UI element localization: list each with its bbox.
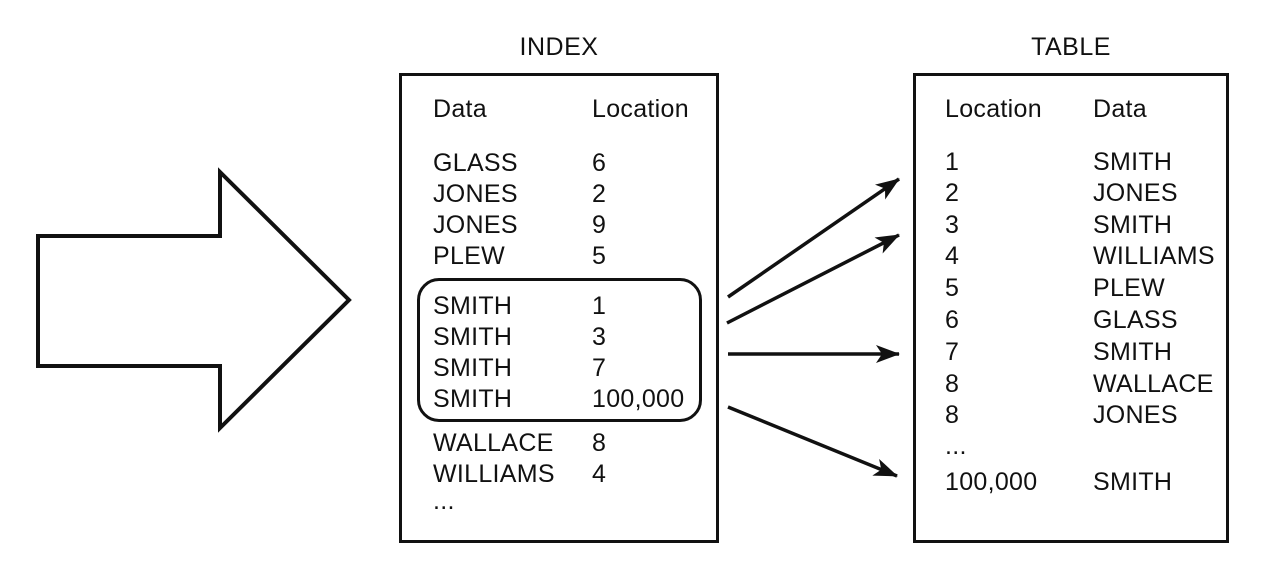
table-row-location: 8: [945, 370, 960, 398]
index-row-data: SMITH: [433, 323, 513, 351]
index-row-location: 100,000: [592, 385, 685, 413]
index-row-data: GLASS: [433, 149, 518, 177]
index-title: INDEX: [519, 33, 599, 61]
table-header-data: Data: [1093, 95, 1148, 123]
table-row-location: 5: [945, 274, 960, 302]
index-row-location: 6: [592, 149, 607, 177]
table-row-data: PLEW: [1093, 274, 1166, 302]
link-arrow-smith-3-icon: [726, 233, 900, 325]
index-row-data: SMITH: [433, 292, 513, 320]
index-row-data: WILLIAMS: [433, 460, 555, 488]
smith-group-outline: [417, 278, 702, 422]
table-row-location: 3: [945, 211, 960, 239]
table-row-location: 1: [945, 148, 960, 176]
index-row-location: 3: [592, 323, 607, 351]
index-row-data: SMITH: [433, 354, 513, 382]
link-arrow-smith-1-icon: [727, 177, 900, 299]
table-header-location: Location: [945, 95, 1042, 123]
index-row-data: JONES: [433, 211, 518, 239]
index-row-location: 7: [592, 354, 607, 382]
index-row-data: JONES: [433, 180, 518, 208]
table-row-location: 8: [945, 401, 960, 429]
index-box: Data Location GLASS 6 JONES 2 JONES 9 PL…: [399, 73, 719, 543]
table-row-location: 7: [945, 338, 960, 366]
link-arrow-smith-100000-icon: [727, 405, 898, 478]
table-row-data: SMITH: [1093, 211, 1173, 239]
index-row-location: 5: [592, 242, 607, 270]
index-row-location: 1: [592, 292, 607, 320]
table-row-data: JONES: [1093, 179, 1178, 207]
index-row-data: PLEW: [433, 242, 506, 270]
index-row-ellipsis: ...: [433, 487, 455, 515]
table-row-data: SMITH: [1093, 468, 1173, 496]
index-row-location: 4: [592, 460, 607, 488]
table-row-location: 6: [945, 306, 960, 334]
table-row-data: SMITH: [1093, 148, 1173, 176]
table-row-data: WALLACE: [1093, 370, 1214, 398]
index-row-location: 8: [592, 429, 607, 457]
table-box: Location Data 1 SMITH 2 JONES 3 SMITH 4 …: [913, 73, 1229, 543]
query-label: Query: [122, 289, 203, 315]
index-header-location: Location: [592, 95, 689, 123]
table-row-ellipsis: ...: [945, 432, 967, 460]
table-row-location: 2: [945, 179, 960, 207]
table-row-data: GLASS: [1093, 306, 1178, 334]
table-row-location: 4: [945, 242, 960, 270]
index-row-data: SMITH: [433, 385, 513, 413]
table-row-data: WILLIAMS: [1093, 242, 1215, 270]
table-title: TABLE: [1031, 33, 1111, 61]
table-row-location: 100,000: [945, 468, 1038, 496]
table-row-data: SMITH: [1093, 338, 1173, 366]
index-row-location: 9: [592, 211, 607, 239]
table-row-data: JONES: [1093, 401, 1178, 429]
index-row-location: 2: [592, 180, 607, 208]
index-header-data: Data: [433, 95, 488, 123]
index-row-data: WALLACE: [433, 429, 554, 457]
